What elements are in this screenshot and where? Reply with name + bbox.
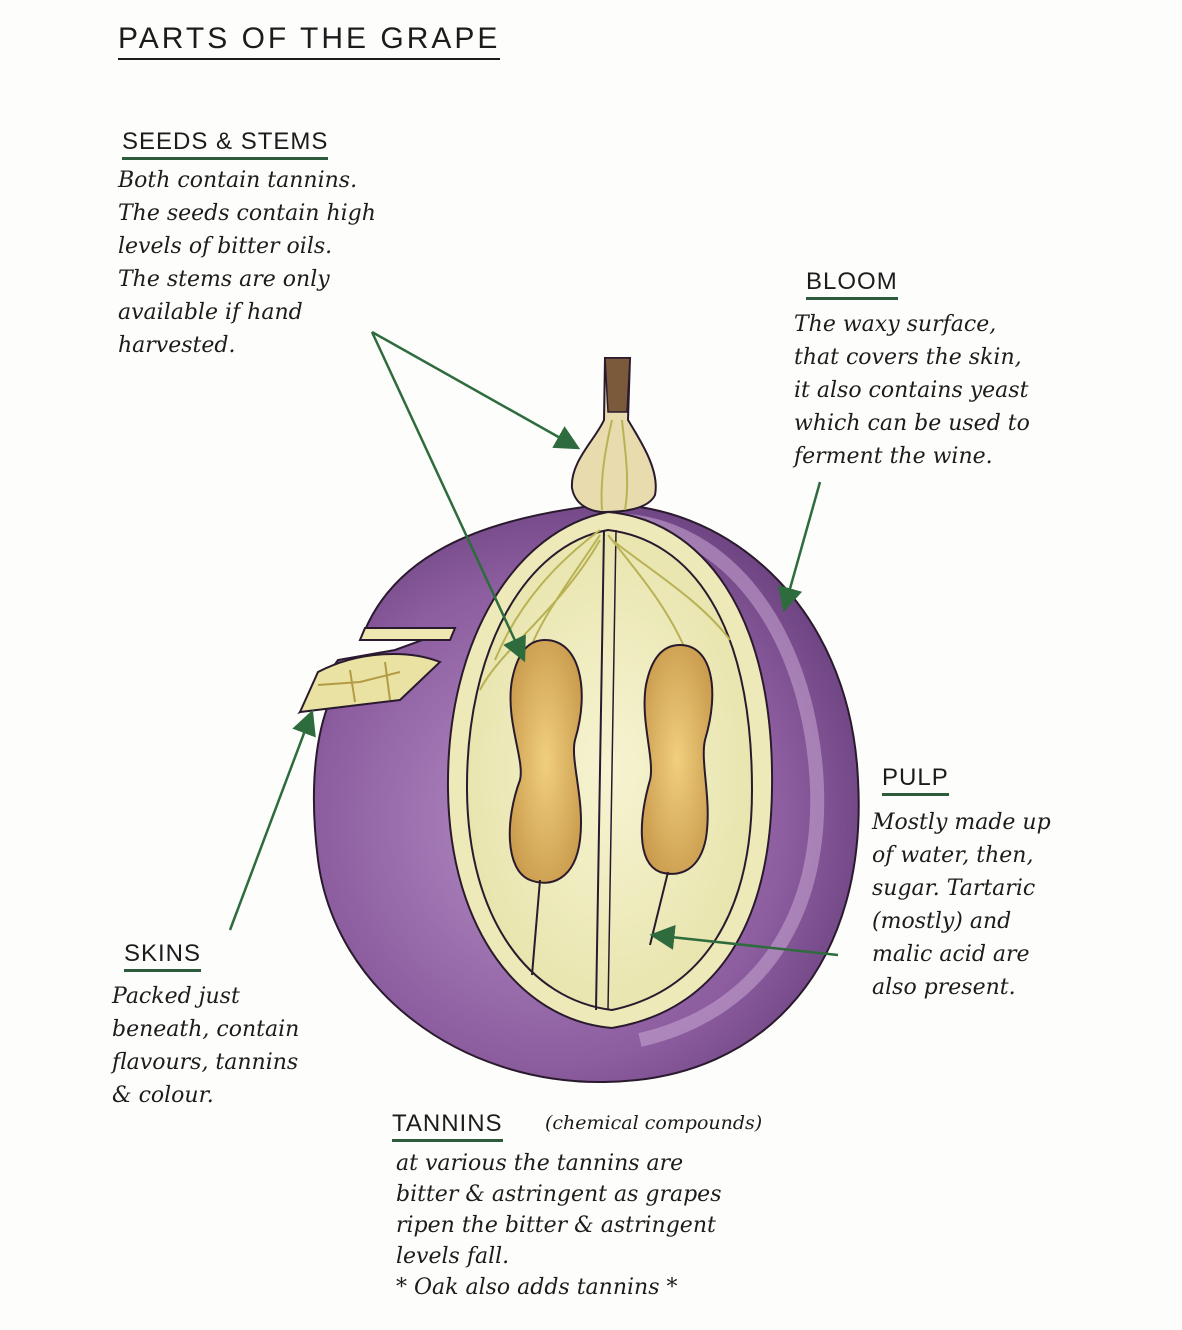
seeds-stems-line: Both contain tannins.	[118, 168, 358, 193]
skins-line: beneath, contain	[112, 1017, 300, 1042]
arrow-to-skin	[228, 709, 316, 931]
seeds-stems-line: available if hand	[118, 300, 303, 325]
seeds-stems-text: Both contain tannins. The seeds contain …	[118, 164, 376, 362]
seeds-stems-heading: SEEDS & STEMS	[122, 128, 329, 160]
skins-line: flavours, tannins	[112, 1050, 299, 1075]
tannins-line: ripen the bitter & astringent	[396, 1213, 716, 1238]
tannins-line: * Oak also adds tannins *	[396, 1275, 678, 1300]
skins-text: Packed just beneath, contain flavours, t…	[112, 980, 299, 1112]
pulp-line: (mostly) and	[872, 909, 1012, 934]
bloom-line: ferment the wine.	[794, 444, 993, 469]
pulp-line: Mostly made up	[872, 810, 1051, 835]
bloom-line: that covers the skin,	[794, 345, 1022, 370]
tannins-line: levels fall.	[396, 1244, 510, 1269]
arrow-to-stem	[371, 330, 581, 450]
tannins-subheading: (chemical compounds)	[545, 1112, 763, 1134]
page-title: PARTS OF THE GRAPE	[118, 22, 501, 60]
pulp-heading: PULP	[882, 764, 949, 796]
seeds-stems-line: levels of bitter oils.	[118, 234, 333, 259]
pulp-line: also present.	[872, 975, 1016, 1000]
tannins-line: bitter & astringent as grapes	[396, 1182, 722, 1207]
pulp-line: sugar. Tartaric	[872, 876, 1036, 901]
arrow-to-bloom	[778, 481, 822, 613]
arrow-to-seed	[370, 331, 526, 663]
bloom-heading: BLOOM	[806, 268, 898, 300]
seeds-stems-line: The seeds contain high	[118, 201, 376, 226]
tannins-line: at various the tannins are	[396, 1151, 684, 1176]
skins-line: Packed just	[112, 984, 240, 1009]
bloom-line: it also contains yeast	[794, 378, 1029, 403]
bloom-text: The waxy surface, that covers the skin, …	[794, 308, 1030, 473]
skins-heading: SKINS	[124, 940, 202, 972]
pulp-line: of water, then,	[872, 843, 1034, 868]
seeds-stems-line: The stems are only	[118, 267, 330, 292]
arrow-to-pulp	[649, 924, 839, 957]
bloom-line: The waxy surface,	[794, 312, 997, 337]
seed-left	[508, 638, 583, 976]
tannins-text: at various the tannins are bitter & astr…	[396, 1148, 722, 1303]
pulp-text: Mostly made up of water, then, sugar. Ta…	[872, 806, 1051, 1004]
seeds-stems-line: harvested.	[118, 333, 236, 358]
tannins-heading: TANNINS	[392, 1110, 503, 1142]
grape-stem	[570, 357, 657, 514]
bloom-line: which can be used to	[794, 411, 1030, 436]
peeled-skin-flap	[298, 627, 457, 714]
pulp-line: malic acid are	[872, 942, 1030, 967]
skins-line: & colour.	[112, 1083, 214, 1108]
